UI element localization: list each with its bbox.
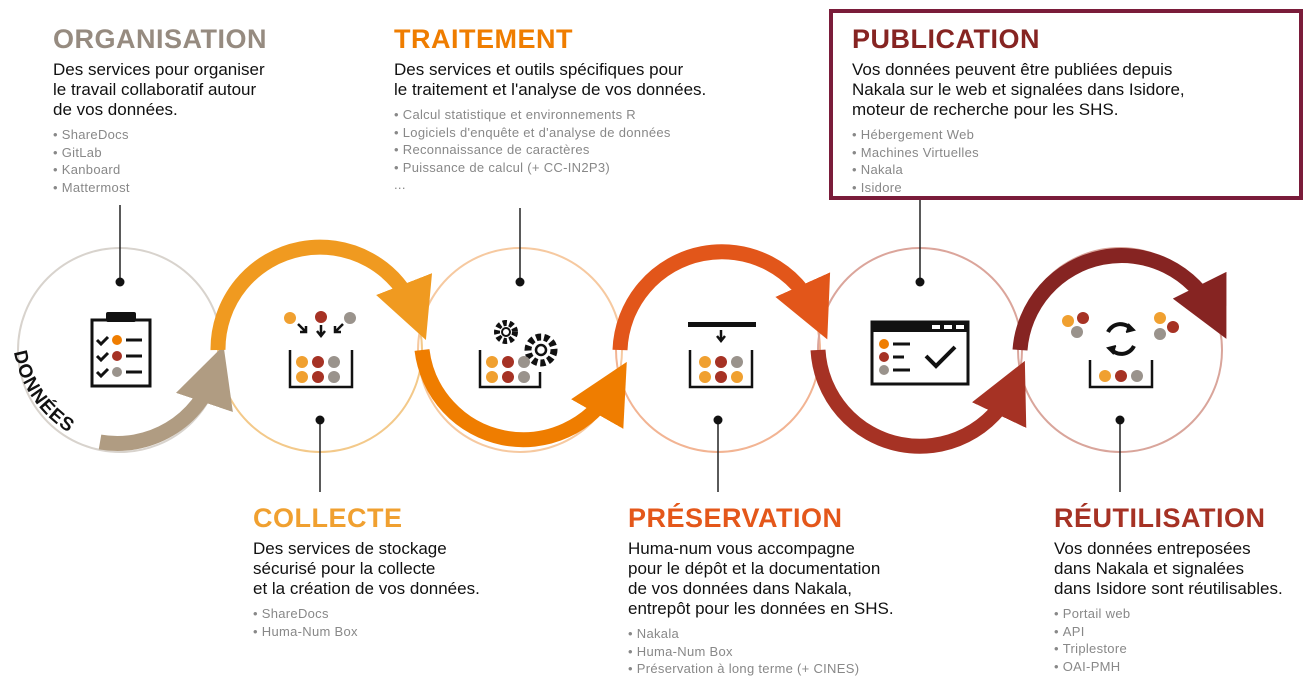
list-item: Machines Virtuelles [852,144,1297,162]
preservation-title: PRÉSERVATION [628,503,843,533]
organisation-description: Des services pour organiser le travail c… [53,60,265,119]
traitement-connector-dot [515,277,525,287]
collect-bin-icon [284,311,356,389]
list-item: Calcul statistique et environnements R [394,106,794,124]
list-item: Nakala [628,625,958,643]
list-item: Puissance de calcul (+ CC-IN2P3) [394,159,794,177]
gears-icon [478,320,558,389]
flow-arrow-traitement [414,349,627,448]
reutilisation-services-list: Portail web API Triplestore OAI-PMH [1054,605,1312,675]
list-item: Hébergement Web [852,126,1297,144]
list-item: Logiciels d'enquête et d'analyse de donn… [394,124,794,142]
organisation-connector-dot [115,277,125,287]
traitement-description: Des services et outils spécifiques pour … [394,60,707,99]
reutilisation-block: RÉUTILISATION Vos données entreposées da… [1054,503,1312,675]
publication-highlight-box [829,9,1303,200]
list-item: Kanboard [53,161,353,179]
traitement-services-list: Calcul statistique et environnements R L… [394,106,794,194]
organisation-services-list: ShareDocs GitLab Kanboard Mattermost [53,126,353,196]
publication-connector-dot [915,277,925,287]
list-item: Reconnaissance de caractères [394,141,794,159]
list-item: Huma-Num Box [253,623,553,641]
organisation-title: ORGANISATION [53,24,267,54]
list-item: Triplestore [1054,640,1312,658]
collecte-services-list: ShareDocs Huma-Num Box [253,605,553,640]
preservation-description: Huma-num vous accompagne pour le dépôt e… [628,539,894,618]
collecte-block: COLLECTE Des services de stockage sécuri… [253,503,553,640]
list-item: Isidore [852,179,1297,197]
preservation-block: PRÉSERVATION Huma-num vous accompagne po… [628,503,958,678]
list-item: Mattermost [53,179,353,197]
list-item: Nakala [852,161,1297,179]
flow-arrow-donnees [98,345,233,451]
list-item: ShareDocs [253,605,553,623]
list-item: Portail web [1054,605,1312,623]
clipboard-checklist-icon [90,312,152,388]
reutilisation-description: Vos données entreposées dans Nakala et s… [1054,539,1283,598]
list-item: Huma-Num Box [628,643,958,661]
storage-press-icon [688,322,756,389]
reutilisation-title: RÉUTILISATION [1054,503,1266,533]
list-item: GitLab [53,144,353,162]
flow-arrow-publication [810,349,1027,454]
traitement-block: TRAITEMENT Des services et outils spécif… [394,24,794,194]
preservation-services-list: Nakala Huma-Num Box Préservation à long … [628,625,958,678]
collecte-title: COLLECTE [253,503,403,533]
publication-block: PUBLICATION Vos données peuvent être pub… [852,24,1297,196]
publication-title: PUBLICATION [852,24,1040,54]
list-item-more: ... [394,177,406,192]
list-item: API [1054,623,1312,641]
collecte-description: Des services de stockage sécurisé pour l… [253,539,480,598]
flow-arrow-preservation [612,244,831,351]
flow-arrow-collecte [210,239,432,351]
reutilisation-connector-dot [1115,415,1125,425]
publication-description: Vos données peuvent être publiées depuis… [852,60,1185,119]
flow-arrow-reutilisation [1012,248,1227,351]
list-item: OAI-PMH [1054,658,1312,676]
collecte-connector-dot [315,415,325,425]
list-item: ShareDocs [53,126,353,144]
list-item: Préservation à long terme (+ CINES) [628,660,958,678]
organisation-block: ORGANISATION Des services pour organiser… [53,24,353,196]
flow-label-donnees: DONNÉES [9,348,78,437]
browser-window-check-icon [870,320,970,386]
recycle-arrows-icon [1062,312,1179,389]
publication-services-list: Hébergement Web Machines Virtuelles Naka… [852,126,1297,196]
traitement-title: TRAITEMENT [394,24,573,54]
preservation-connector-dot [713,415,723,425]
